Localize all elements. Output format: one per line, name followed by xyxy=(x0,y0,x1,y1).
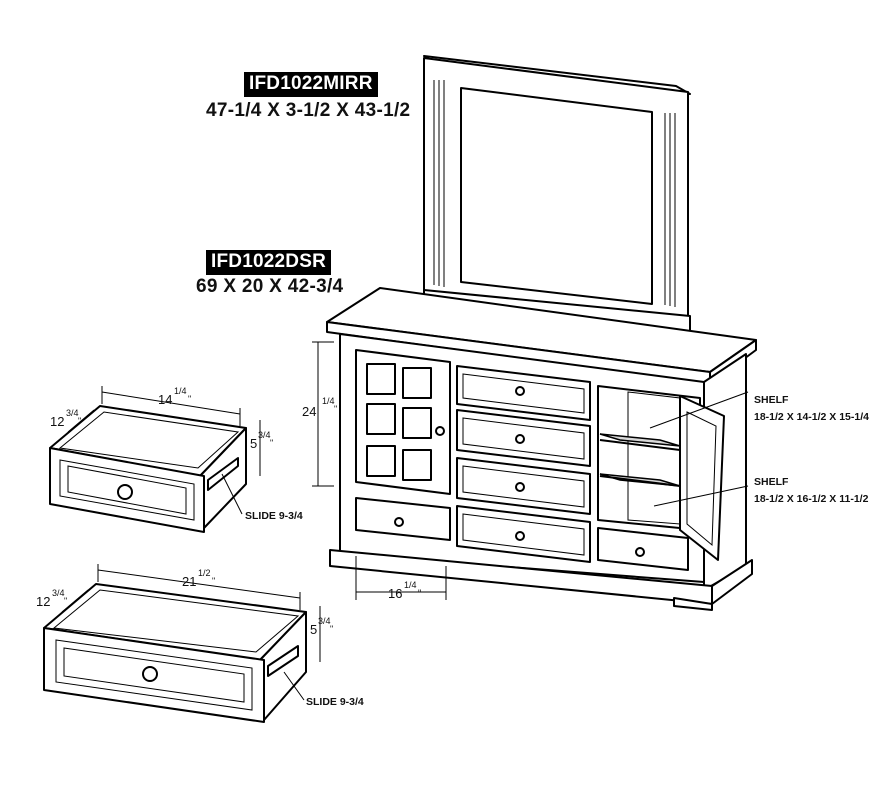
shelf-lower-note: SHELF 18-1/2 X 16-1/2 X 11-1/2 xyxy=(754,474,868,508)
small-drawer-width-frac: 1/4 xyxy=(174,386,187,396)
shelf-lower-title: SHELF xyxy=(754,476,789,488)
shelf-upper-dims: 18-1/2 X 14-1/2 X 15-1/4 xyxy=(754,411,869,423)
small-drawer-width-unit: " xyxy=(188,394,192,404)
dresser-height-whole: 24 xyxy=(302,404,317,419)
small-drawer-drawing xyxy=(49,386,261,533)
shelf-upper-note: SHELF 18-1/2 X 14-1/2 X 15-1/4 xyxy=(754,392,869,426)
large-drawer-width-frac: 1/2 xyxy=(198,568,211,578)
large-drawer-slide-label: SLIDE 9-3/4 xyxy=(306,696,364,708)
small-drawer-height-frac: 3/4 xyxy=(258,430,271,440)
dresser-drawing xyxy=(312,287,757,611)
dresser-height-frac: 1/4 xyxy=(322,396,335,406)
large-drawer-width-unit: " xyxy=(212,576,216,586)
small-drawer-depth-whole: 12 xyxy=(50,414,65,429)
shelf-upper-title: SHELF xyxy=(754,394,789,406)
small-drawer-height-unit: " xyxy=(270,438,274,448)
small-drawer-depth-unit: " xyxy=(78,416,82,426)
mirror-drawing xyxy=(423,55,691,333)
large-drawer-height-frac: 3/4 xyxy=(318,616,331,626)
large-drawer-height-whole: 5 xyxy=(310,622,318,637)
dresser-model-label: IFD1022DSR xyxy=(206,250,331,275)
large-drawer-depth-frac: 3/4 xyxy=(52,588,65,598)
large-drawer-drawing xyxy=(43,564,321,723)
large-drawer-depth-unit: " xyxy=(64,596,68,606)
dresser-dimensions: 69 X 20 X 42-3/4 xyxy=(196,276,344,297)
small-drawer-width-whole: 14 xyxy=(158,392,173,407)
large-drawer-depth-whole: 12 xyxy=(36,594,51,609)
mirror-dimensions: 47-1/4 X 3-1/2 X 43-1/2 xyxy=(206,100,411,121)
small-drawer-slide-label: SLIDE 9-3/4 xyxy=(245,510,303,522)
small-drawer-depth-frac: 3/4 xyxy=(66,408,79,418)
small-drawer-height-whole: 5 xyxy=(250,436,258,451)
dresser-width-unit: " xyxy=(418,588,422,598)
shelf-lower-dims: 18-1/2 X 16-1/2 X 11-1/2 xyxy=(754,493,869,505)
dresser-width-frac: 1/4 xyxy=(404,580,417,590)
dresser-width-whole: 16 xyxy=(388,586,403,601)
dresser-height-unit: " xyxy=(334,404,338,414)
large-drawer-height-unit: " xyxy=(330,624,334,634)
large-drawer-width-whole: 21 xyxy=(182,574,197,589)
mirror-model-label: IFD1022MIRR xyxy=(244,72,378,97)
